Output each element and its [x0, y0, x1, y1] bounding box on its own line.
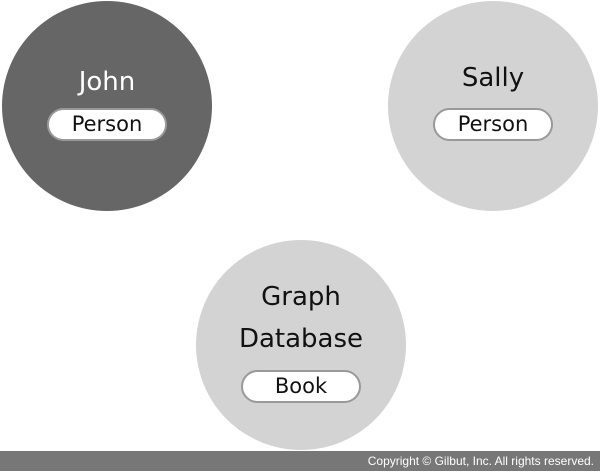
node-name: Sally — [461, 63, 525, 93]
node-sally: Sally Person — [388, 1, 598, 211]
node-name-line-1: Graph — [261, 282, 341, 312]
node-john: John Person — [2, 1, 212, 211]
node-graph-database: Graph Database Book — [196, 240, 406, 450]
node-name: John — [78, 67, 136, 97]
node-label-badge: Person — [433, 108, 553, 141]
node-name-line-2: Database — [238, 324, 364, 354]
node-label-badge: Person — [47, 108, 167, 141]
node-label-badge: Book — [241, 370, 361, 403]
copyright-footer: Copyright © Gilbut, Inc. All rights rese… — [0, 451, 600, 471]
